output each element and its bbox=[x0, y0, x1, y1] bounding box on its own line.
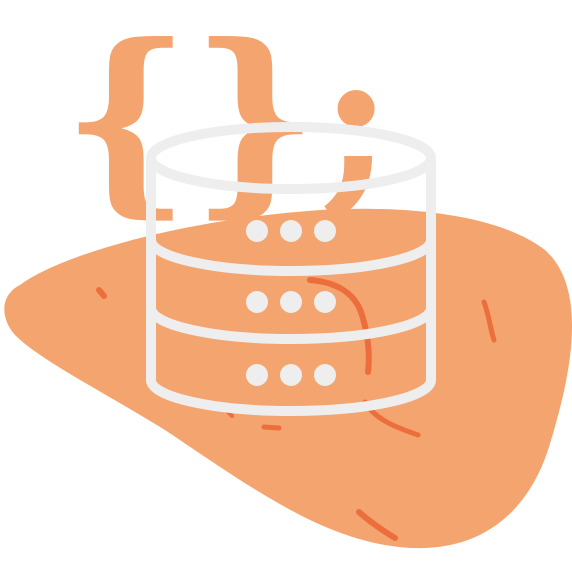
database-indicator-dots bbox=[246, 220, 336, 386]
texture-streak bbox=[96, 287, 107, 299]
database-tier-line bbox=[146, 235, 436, 276]
texture-streak bbox=[307, 277, 372, 375]
indicator-dot bbox=[246, 291, 268, 313]
indicator-dot bbox=[280, 364, 302, 386]
database-tier-line bbox=[146, 303, 436, 344]
indicator-dot bbox=[280, 220, 302, 242]
texture-streak bbox=[356, 509, 398, 541]
indicator-dot bbox=[280, 291, 302, 313]
indicator-dot bbox=[246, 364, 268, 386]
database-icon bbox=[146, 122, 436, 416]
texture-streak bbox=[481, 299, 497, 343]
database-body-outline bbox=[146, 153, 436, 416]
code-braces-icon: {}; bbox=[62, 1, 393, 236]
indicator-dot bbox=[314, 364, 336, 386]
indicator-dot bbox=[314, 291, 336, 313]
indicator-dot bbox=[246, 220, 268, 242]
indicator-dot bbox=[314, 220, 336, 242]
texture-streak bbox=[261, 424, 282, 431]
